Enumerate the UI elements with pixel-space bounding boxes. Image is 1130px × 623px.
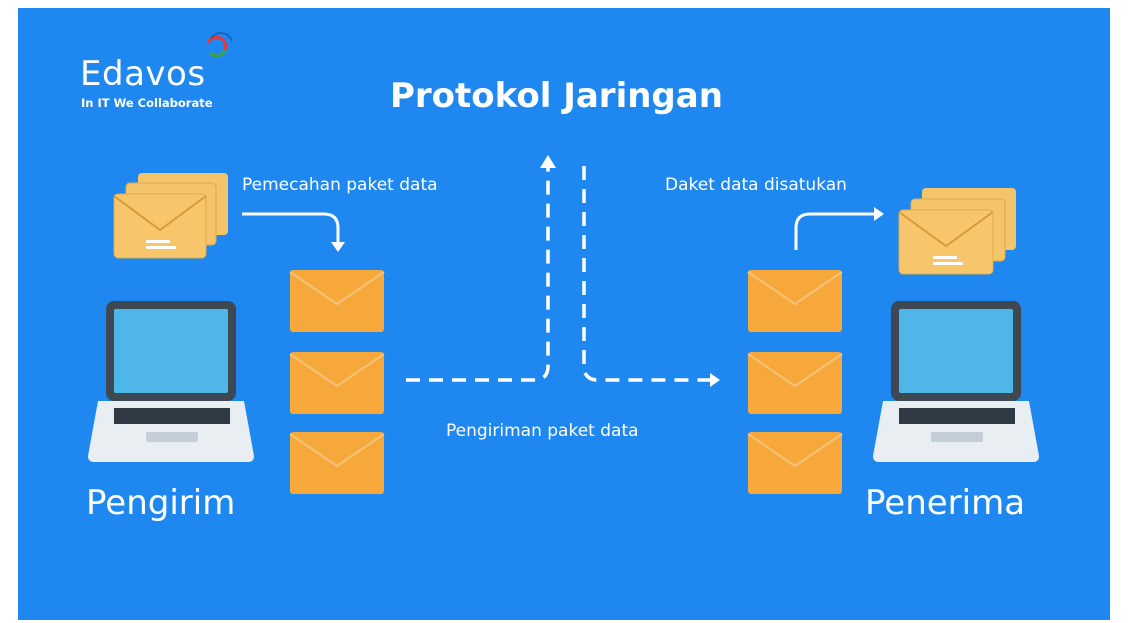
label-sender: Pengirim [86, 483, 236, 523]
merge-arrowhead-icon [874, 207, 884, 221]
brand-tagline: In IT We Collaborate [81, 96, 213, 110]
merge-arrow-icon [794, 212, 874, 250]
send-path-down-icon [582, 166, 710, 382]
envelope-icon [289, 270, 385, 332]
label-merge: Daket data disatukan [665, 175, 847, 195]
laptop-receiver-icon [873, 301, 1039, 462]
label-send: Pengiriman paket data [446, 421, 639, 441]
packet-envelopes-left [289, 270, 385, 494]
send-up-arrowhead-icon [540, 155, 556, 168]
envelope-icon [747, 270, 843, 332]
envelope-icon [289, 432, 385, 494]
envelope-stack-right-icon [898, 188, 1016, 275]
packet-envelopes-right [747, 270, 843, 494]
diagram-canvas: Edavos In IT We Collaborate Protokol Jar… [18, 8, 1110, 620]
envelope-icon [747, 432, 843, 494]
send-path-up-icon [406, 166, 550, 382]
laptop-sender-icon [88, 301, 254, 462]
envelope-icon [289, 352, 385, 414]
diagram-title: Protokol Jaringan [390, 76, 723, 116]
label-receiver: Penerima [865, 483, 1026, 523]
split-arrow-icon [242, 212, 340, 244]
label-split: Pemecahan paket data [242, 175, 438, 195]
split-arrowhead-icon [331, 242, 345, 252]
receive-arrowhead-icon [710, 373, 720, 387]
envelope-stack-left-icon [113, 173, 228, 259]
brand-name: Edavos [80, 54, 206, 94]
flow-arrows [242, 155, 884, 387]
envelope-icon [747, 352, 843, 414]
